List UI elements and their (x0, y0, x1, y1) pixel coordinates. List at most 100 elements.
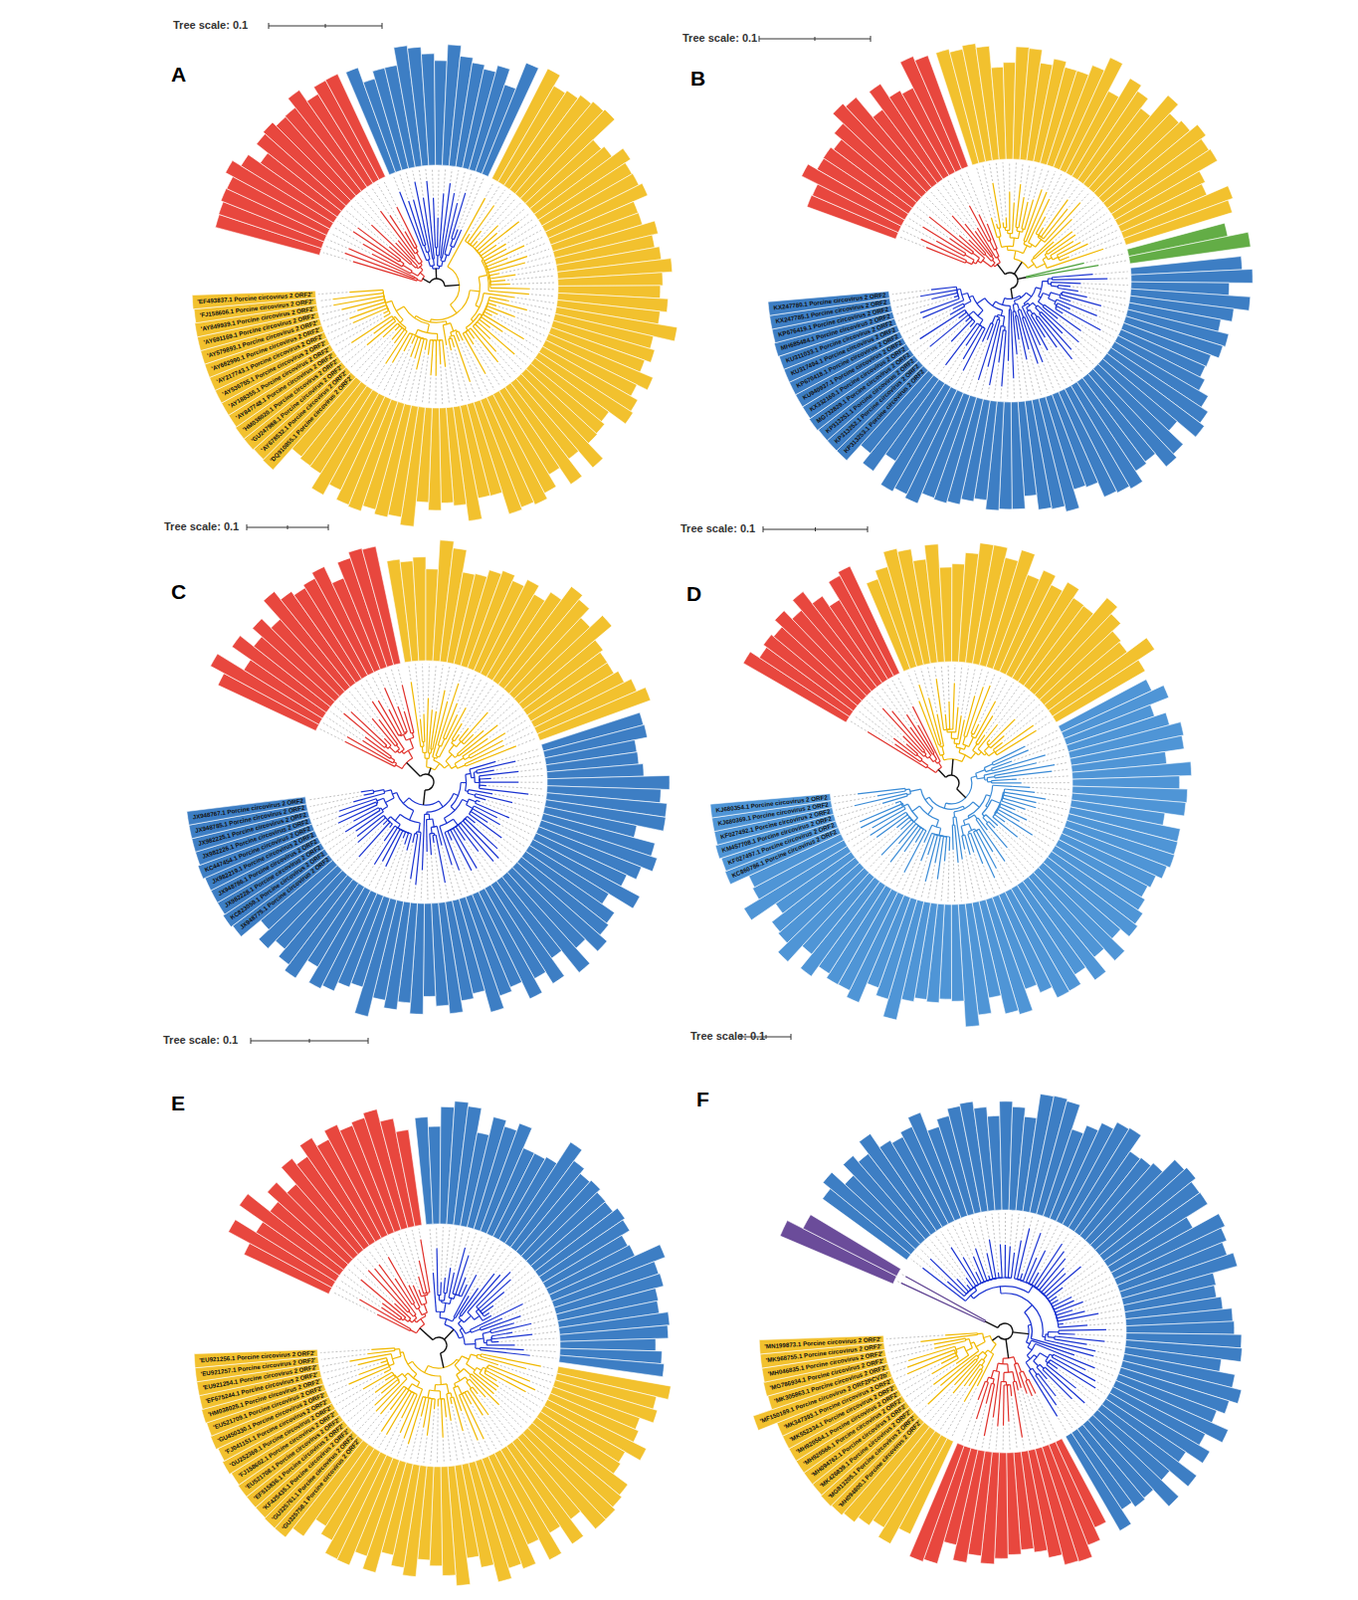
tree-branch (399, 828, 403, 830)
tree-root (957, 788, 967, 798)
tree-branch (924, 824, 933, 843)
tree-branch (986, 777, 989, 782)
tree-branch (442, 325, 446, 346)
guide-line (418, 169, 423, 195)
tree-branch (402, 797, 409, 803)
tree-branch (955, 824, 959, 863)
tree-branch (425, 758, 428, 768)
tree-branch (1002, 298, 1005, 306)
tree-branch (1035, 305, 1038, 308)
tree-branch (997, 317, 1000, 320)
tree-branch (438, 800, 443, 807)
tree-branch (486, 266, 488, 270)
tree-branch (1014, 311, 1017, 317)
guide-line (1043, 364, 1055, 391)
guide-line (1028, 165, 1037, 200)
tree-branch (960, 289, 964, 301)
tree-branch (415, 831, 418, 834)
guide-line (993, 364, 999, 398)
tree-branch (997, 256, 1001, 262)
guide-line (472, 872, 481, 888)
tree-branch (933, 754, 937, 761)
tree-branch (441, 193, 454, 258)
tree-panel (187, 540, 670, 1017)
guide-line (366, 344, 394, 382)
guide-line (491, 340, 522, 370)
tree-branch (394, 325, 400, 331)
tree-branch (982, 323, 991, 343)
tree-branch (388, 745, 391, 749)
guide-line (486, 375, 495, 389)
tree-branch (435, 247, 437, 256)
guide-line (1026, 809, 1063, 823)
tree-branch (906, 811, 909, 815)
guide-line (429, 1226, 433, 1271)
tree-branch (1058, 285, 1071, 287)
tree-branch (985, 794, 990, 796)
guide-line (377, 364, 391, 389)
tree-branch (903, 803, 908, 806)
tree-branch (436, 333, 438, 341)
tree-branch (458, 728, 468, 741)
guide-line (415, 663, 421, 717)
tree-branch (1015, 227, 1018, 232)
guide-line (344, 1274, 382, 1303)
guide-line (518, 738, 537, 746)
tree-branch (474, 248, 477, 251)
guide-line (1020, 163, 1023, 183)
tree-branch (466, 804, 473, 809)
guide-line (413, 886, 415, 900)
tree-branch (859, 803, 902, 822)
tree-branch (333, 296, 385, 306)
tree-branch (455, 330, 458, 333)
guide-line (494, 862, 503, 872)
tree-branch (414, 329, 418, 336)
tree-branch (920, 289, 958, 296)
tree-branch (872, 808, 906, 828)
tree-branch (444, 764, 450, 769)
tree-branch (454, 758, 464, 765)
tree-branch (394, 813, 400, 820)
tree-branch (1009, 236, 1018, 239)
tree-branch (397, 323, 400, 326)
tree-branch (995, 256, 999, 259)
tree-branch (986, 776, 995, 778)
tree-branch (462, 798, 468, 802)
tree-branch (965, 254, 974, 260)
tree-branch (983, 764, 992, 769)
tree-branch (924, 751, 927, 755)
tree-branch (923, 751, 926, 754)
tree-branch (486, 258, 508, 267)
guide-line (340, 1280, 381, 1307)
tree-branch (479, 319, 491, 329)
guide-line (903, 309, 951, 334)
guide-line (954, 176, 970, 204)
guide-line (965, 667, 976, 719)
tree-branch (457, 765, 466, 769)
guide-line (325, 319, 348, 328)
tree-branch (975, 819, 1005, 862)
tree-branch (1057, 287, 1079, 291)
tree-branch (1004, 227, 1006, 231)
scale-bar (246, 524, 329, 531)
tree-branch (1047, 277, 1052, 279)
tree-branch (1050, 255, 1053, 260)
tree-branch (991, 781, 1022, 783)
tree-branch (997, 314, 1005, 317)
tree-branch (1035, 287, 1042, 289)
tree-branch (986, 739, 990, 743)
tree-branch (947, 731, 957, 733)
guide-line (316, 817, 338, 826)
guide-line (896, 874, 904, 889)
tree-branch (469, 761, 496, 770)
tree-branch (977, 724, 997, 750)
tree-branch (450, 332, 452, 337)
guide-line (511, 301, 554, 310)
tree-branch (969, 295, 973, 298)
guide-line (855, 838, 876, 853)
guide-line (507, 275, 556, 280)
tree-branch (476, 770, 494, 774)
tree-branch (387, 307, 390, 314)
tree-branch (1038, 281, 1043, 297)
guide-line (495, 190, 506, 204)
